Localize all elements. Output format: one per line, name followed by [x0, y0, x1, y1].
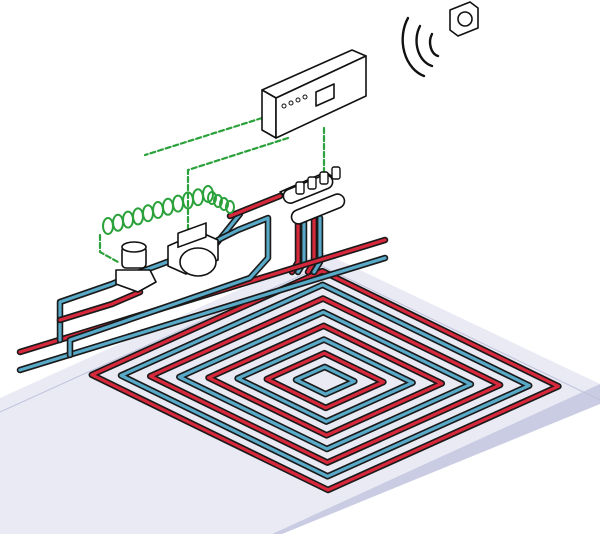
indicator-light-3: [295, 97, 301, 103]
coil-loop: [213, 194, 223, 208]
coil-loop: [102, 217, 114, 235]
control-wiring: [98, 116, 326, 264]
indicator-light-2: [288, 100, 294, 106]
loop-ring-8: [292, 363, 358, 398]
indicator-light-4: [302, 94, 308, 100]
loop-ring-6: [234, 336, 416, 425]
loop-ring-3: [146, 295, 504, 466]
wire-controller-to-valve: [143, 116, 264, 157]
floor-right-edge: [272, 384, 600, 534]
indicator-light-1: [281, 103, 287, 109]
loop-ring-8-fill: [294, 365, 356, 396]
room-thermostat-icon: [449, 1, 479, 37]
supply-from-valve-fill: [58, 290, 142, 322]
sensor-cable-coil-icon: [102, 185, 235, 235]
supply-to-manifold-fill: [228, 194, 282, 218]
coil-loop: [162, 197, 174, 216]
loop-ring-4: [176, 308, 475, 453]
loop-ring-2-fill: [119, 283, 531, 478]
control-unit-display: [315, 83, 335, 107]
manifold-icon: [279, 166, 346, 225]
loop-ring-3-fill: [148, 296, 502, 465]
signal-arc-2: [415, 24, 434, 68]
main-return-left-fill: [18, 256, 387, 372]
coil-loop: [219, 197, 229, 211]
supply-to-manifold: [226, 192, 284, 220]
signal-arc-3: [401, 16, 426, 78]
supply-from-valve: [56, 288, 144, 324]
control-unit-front: [261, 89, 277, 139]
pump-motor: [179, 247, 217, 277]
loop-ring-7-fill: [265, 351, 385, 410]
manifold-valve-head-2: [307, 176, 317, 190]
manifold-valve-head-1: [295, 181, 305, 195]
manifold-valve-heads: [295, 166, 341, 195]
return-riser: [66, 214, 272, 359]
circulation-pump-icon: [167, 222, 219, 277]
loop-ring-1-fill: [90, 269, 560, 492]
coil-loop: [207, 191, 217, 205]
loop-ring-4-fill: [177, 310, 473, 451]
manifold-lower-body: [290, 193, 346, 225]
wire-controller-to-pump: [186, 136, 290, 232]
wireless-signal-icon: [401, 16, 440, 78]
manifold-valve-head-3: [319, 171, 329, 185]
coil-loop: [122, 210, 134, 229]
valve-cap: [121, 241, 147, 253]
loop-ring-5: [205, 322, 446, 439]
loop-ring-5-fill: [206, 324, 444, 437]
control-unit-indicator-lights: [281, 94, 308, 109]
loop-ring-7: [263, 349, 387, 412]
thermostat-dial: [457, 11, 473, 27]
manifold-valve-head-4: [331, 166, 341, 180]
main-return-left: [16, 254, 389, 374]
mixing-valve-icon: [115, 241, 157, 293]
wire-sensor: [98, 233, 120, 264]
coil-loop: [132, 207, 144, 226]
return-riser-fill: [68, 216, 270, 357]
pump-terminal-box: [177, 222, 207, 249]
loop-ring-1: [88, 267, 562, 494]
coil-loop: [172, 194, 184, 213]
coil-loop: [152, 201, 164, 219]
coil-loop: [112, 213, 124, 232]
coil-loop: [192, 188, 204, 207]
main-supply-return-lines: [16, 192, 389, 374]
valve-body: [115, 269, 157, 293]
floor-front-edge: [0, 265, 600, 413]
control-unit-icon: [261, 49, 367, 139]
coil-loop: [142, 204, 154, 223]
signal-arc-1: [428, 32, 440, 58]
loop-ring-6-fill: [236, 337, 415, 424]
coil-loop: [225, 200, 235, 214]
loop-ring-2: [117, 281, 533, 480]
